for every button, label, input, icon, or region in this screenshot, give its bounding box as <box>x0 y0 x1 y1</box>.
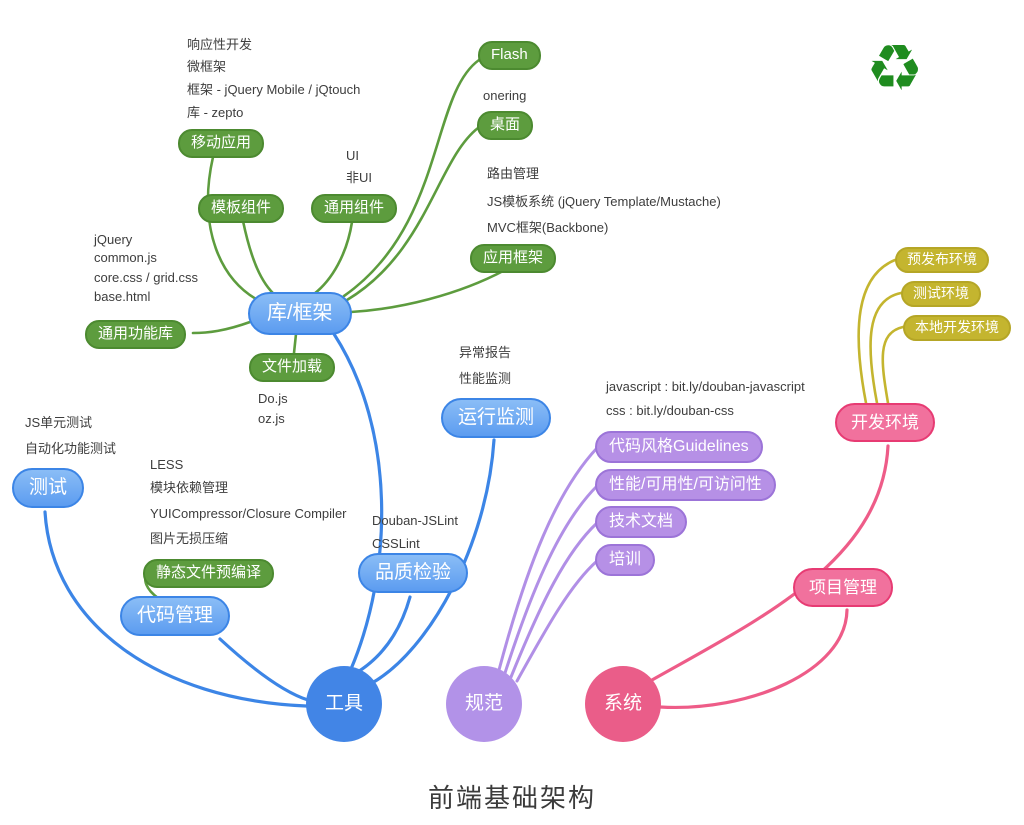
edge-standards-to-tech-docs <box>509 521 599 679</box>
edge-library-to-app-framework <box>349 268 507 314</box>
node-perf-usability[interactable]: 性能/可用性/可访问性 <box>595 469 776 501</box>
edge-library-to-file-loading <box>292 332 298 355</box>
note-do-js: Do.js <box>258 391 288 406</box>
note-js-guideline-url: javascript : bit.ly/douban-javascript <box>606 379 805 394</box>
note-core-grid-css: core.css / grid.css <box>94 270 199 285</box>
edge-standards-to-code-style <box>497 446 599 672</box>
node-static-precompile[interactable]: 静态文件预编译 <box>143 559 275 588</box>
note-non-ui: 非UI <box>346 170 373 185</box>
node-library-framework[interactable]: 库/框架 <box>248 292 352 335</box>
note-js-unit-test: JS单元测试 <box>25 415 93 430</box>
node-project-management[interactable]: 项目管理 <box>793 568 893 608</box>
note-base-html: base.html <box>94 289 151 304</box>
note-js-template: JS模板系统 (jQuery Template/Mustache) <box>487 194 721 209</box>
note-image-compression: 图片无损压缩 <box>150 531 229 546</box>
node-file-loading[interactable]: 文件加载 <box>249 353 336 382</box>
node-quality-check[interactable]: 品质检验 <box>358 553 469 593</box>
note-less: LESS <box>150 457 184 472</box>
edge-tools-to-quality-check <box>347 595 412 679</box>
note-lib-zepto: 库 - zepto <box>187 105 244 120</box>
edge-dev-environment-to-staging-env <box>857 258 897 405</box>
edge-tools-to-testing <box>43 510 308 708</box>
edge-library-to-template-components <box>241 219 278 298</box>
note-douban-jslint: Douban-JSLint <box>372 513 458 528</box>
edge-tools-to-code-management <box>218 637 310 702</box>
node-flash[interactable]: Flash <box>478 41 541 70</box>
note-module-dependency: 模块依赖管理 <box>150 480 229 495</box>
edge-standards-to-training <box>515 559 599 683</box>
edge-dev-environment-to-test-env <box>869 291 903 405</box>
note-error-report: 异常报告 <box>459 345 512 360</box>
note-onering: onering <box>483 88 527 103</box>
edge-tools-to-library <box>332 332 384 671</box>
node-staging-env[interactable]: 预发布环境 <box>895 247 989 273</box>
node-local-dev-env[interactable]: 本地开发环境 <box>903 315 1011 341</box>
edge-systems-to-project-management <box>658 608 849 710</box>
node-standards-root[interactable]: 规范 <box>446 666 522 742</box>
note-oz-js: oz.js <box>258 411 285 426</box>
node-monitoring[interactable]: 运行监测 <box>441 398 552 438</box>
edge-dev-environment-to-local-dev-env <box>881 325 905 405</box>
note-responsive-dev: 响应性开发 <box>187 37 253 52</box>
note-yui-compressor: YUICompressor/Closure Compiler <box>150 506 347 521</box>
note-routing: 路由管理 <box>487 166 540 181</box>
node-systems-root[interactable]: 系统 <box>585 666 661 742</box>
node-code-style[interactable]: 代码风格Guidelines <box>595 431 763 463</box>
edge-library-to-desktop <box>345 126 480 302</box>
node-training[interactable]: 培训 <box>595 544 656 576</box>
node-tools-root[interactable]: 工具 <box>306 666 382 742</box>
edge-library-to-flash <box>342 58 481 298</box>
node-template-components[interactable]: 模板组件 <box>198 194 285 223</box>
note-framework-jquery-mobile: 框架 - jQuery Mobile / jQtouch <box>187 82 361 97</box>
recycle-icon: ♻ <box>866 32 924 104</box>
note-csslint: CSSLint <box>372 536 420 551</box>
note-perf-monitor: 性能监测 <box>459 371 512 386</box>
node-code-management[interactable]: 代码管理 <box>120 596 231 636</box>
node-test-env[interactable]: 测试环境 <box>901 281 981 307</box>
edge-library-to-common-components <box>312 220 354 296</box>
node-dev-environment[interactable]: 开发环境 <box>835 403 935 443</box>
node-common-components[interactable]: 通用组件 <box>311 194 398 223</box>
note-ui: UI <box>346 148 359 163</box>
note-css-guideline-url: css : bit.ly/douban-css <box>606 403 734 418</box>
note-auto-func-test: 自动化功能测试 <box>25 441 117 456</box>
node-app-framework[interactable]: 应用框架 <box>470 244 557 273</box>
note-micro-framework: 微框架 <box>187 59 227 74</box>
node-desktop[interactable]: 桌面 <box>477 111 534 140</box>
edge-library-to-mobile-app <box>206 155 262 303</box>
page-title: 前端基础架构 <box>427 783 596 813</box>
note-jquery: jQuery <box>94 232 133 247</box>
node-testing[interactable]: 测试 <box>12 468 85 508</box>
node-mobile-app[interactable]: 移动应用 <box>178 129 265 158</box>
node-tech-docs[interactable]: 技术文档 <box>595 506 688 538</box>
node-common-function-lib[interactable]: 通用功能库 <box>85 320 187 349</box>
edge-library-to-common-function-lib <box>191 320 252 335</box>
edge-standards-to-perf-usability <box>503 484 599 675</box>
note-common-js: common.js <box>94 250 157 265</box>
note-mvc-framework: MVC框架(Backbone) <box>487 220 609 235</box>
